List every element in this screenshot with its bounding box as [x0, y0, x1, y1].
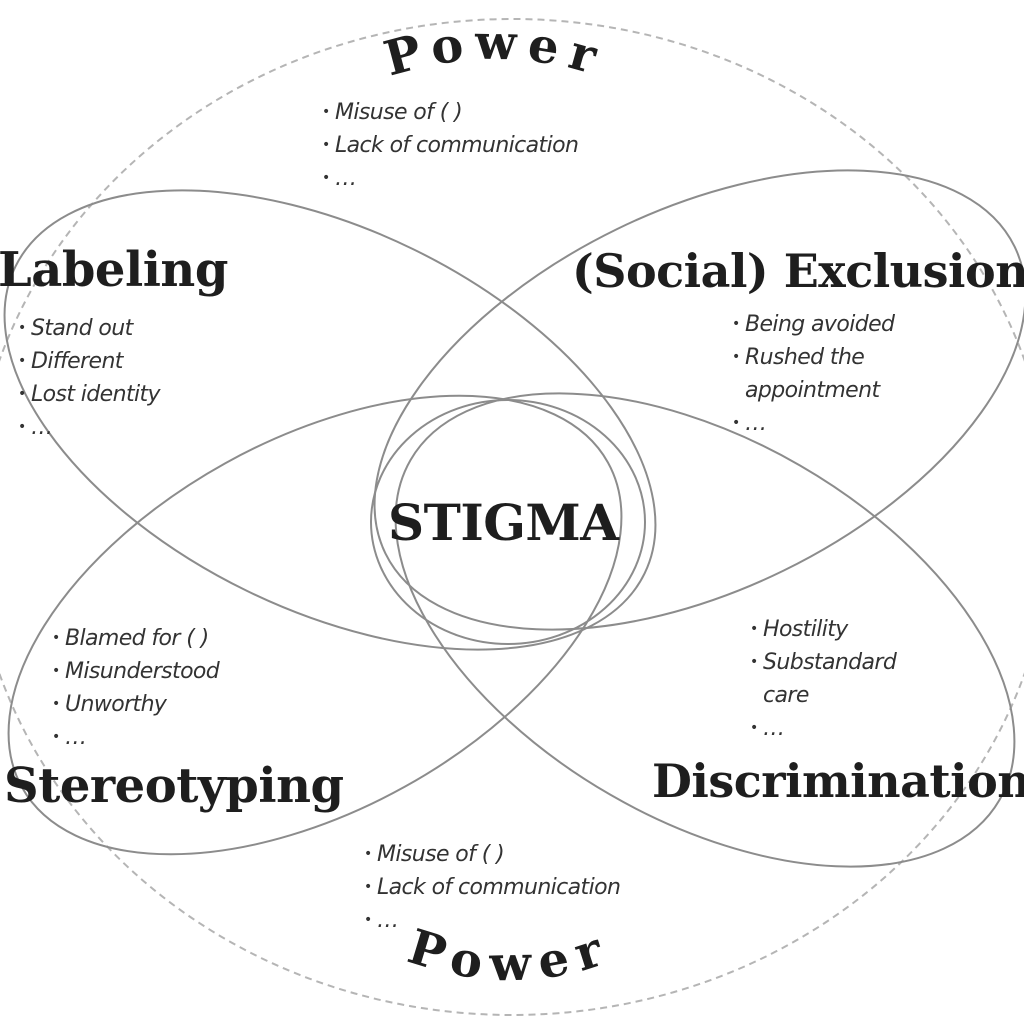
exclusion-item-3: … — [732, 407, 894, 440]
power-top-list: Misuse of ( ) Lack of communication … — [322, 96, 579, 195]
stereotyping-item-2: Misunderstood — [52, 655, 220, 688]
stigma-ellipse — [370, 399, 646, 645]
power-label-top: Power — [378, 15, 612, 88]
discrimination-item-2: Substandard — [750, 646, 897, 679]
power-top-item-1: Misuse of ( ) — [322, 96, 578, 129]
power-bottom-list: Misuse of ( ) Lack of communication … — [364, 838, 621, 937]
exclusion-list: Being avoided Rushed the appointment … — [732, 308, 895, 440]
labeling-item-3: Lost identity — [18, 378, 161, 411]
labeling-item-1: Stand out — [18, 312, 160, 345]
discrimination-list: Hostility Substandard care … — [750, 613, 897, 745]
exclusion-title: (Social) Exclusion — [572, 244, 1024, 298]
discrimination-item-3: … — [750, 712, 896, 745]
labeling-item-4: … — [18, 411, 160, 444]
power-top-item-2: Lack of communication — [322, 129, 579, 162]
power-bottom-item-2: Lack of communication — [364, 871, 621, 904]
labeling-title: Labeling — [0, 242, 228, 298]
stereotyping-ellipse — [7, 394, 623, 856]
stigma-label: STIGMA — [388, 493, 619, 552]
power-bottom-item-1: Misuse of ( ) — [364, 838, 620, 871]
discrimination-item-1: Hostility — [750, 613, 896, 646]
exclusion-item-1: Being avoided — [732, 308, 895, 341]
exclusion-ellipse — [373, 169, 1024, 631]
discrimination-title: Discrimination — [652, 754, 1024, 808]
power-bottom-item-3: … — [364, 904, 620, 937]
stereotyping-item-3: Unworthy — [52, 688, 219, 721]
labeling-item-2: Different — [18, 345, 160, 378]
discrimination-item-2-cont: care — [763, 683, 809, 708]
stereotyping-list: Blamed for ( ) Misunderstood Unworthy … — [52, 622, 220, 754]
stereotyping-item-4: … — [52, 721, 219, 754]
labeling-ellipse — [3, 189, 657, 651]
discrimination-ellipse — [394, 392, 1016, 868]
exclusion-item-2: Rushed the — [732, 341, 894, 374]
power-top-item-3: … — [322, 162, 578, 195]
labeling-list: Stand out Different Lost identity … — [18, 312, 161, 444]
stereotyping-item-1: Blamed for ( ) — [52, 622, 219, 655]
exclusion-item-2-cont: appointment — [745, 378, 880, 403]
stereotyping-title: Stereotyping — [4, 758, 344, 814]
